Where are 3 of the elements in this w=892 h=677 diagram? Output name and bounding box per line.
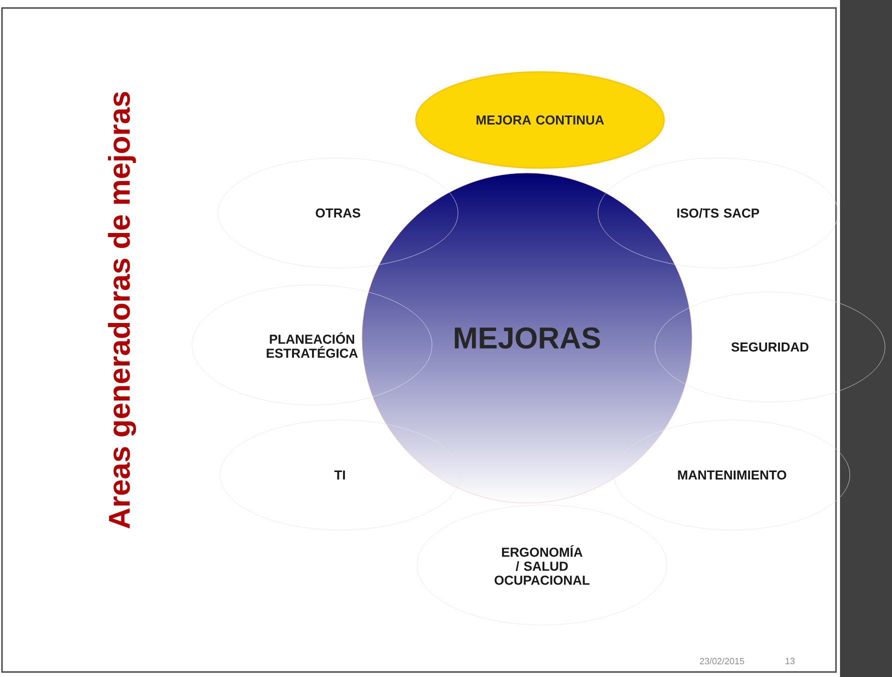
- slide-date: 23/02/2015: [700, 658, 744, 664]
- page-number: 13: [786, 658, 795, 664]
- slide-title: Areas generadoras de mejoras: [108, 92, 136, 529]
